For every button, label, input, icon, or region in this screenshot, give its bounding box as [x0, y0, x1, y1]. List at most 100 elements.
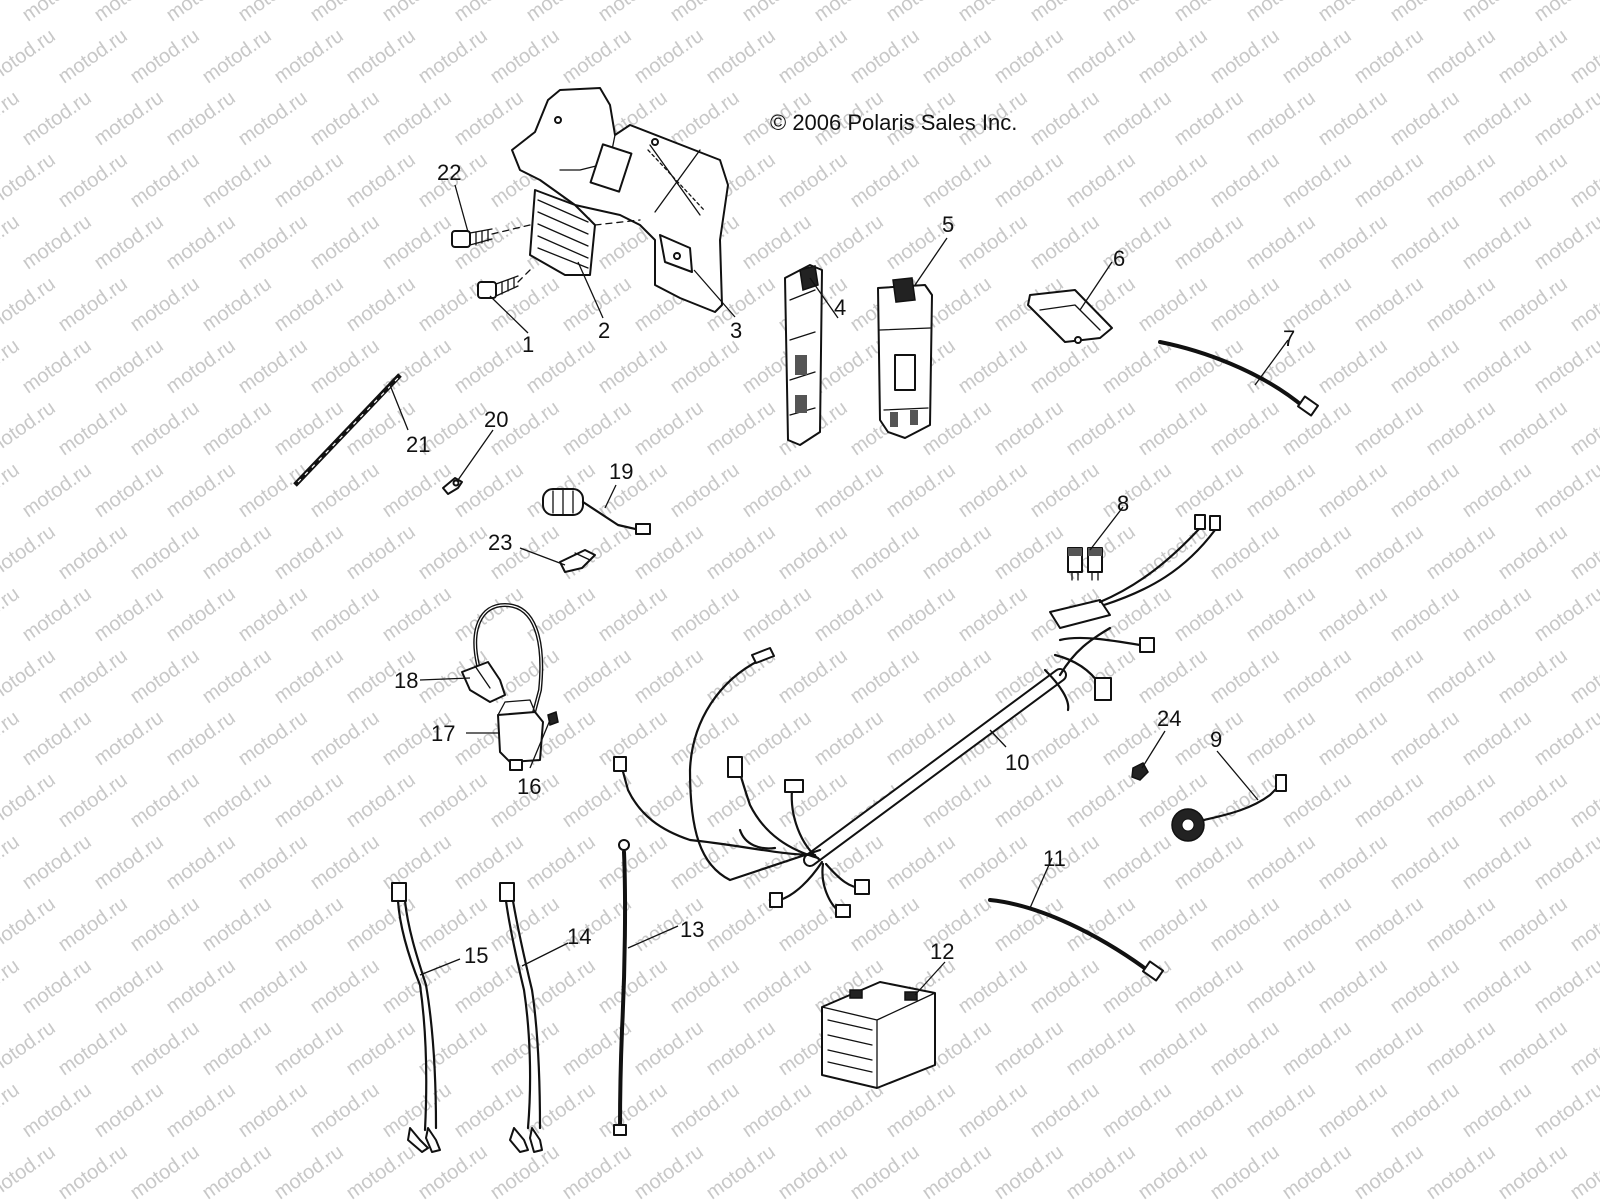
watermark-text: motod.ru [1242, 831, 1319, 894]
watermark-text: motod.ru [630, 397, 707, 460]
watermark-text: motod.ru [162, 955, 239, 1018]
watermark-text: motod.ru [666, 955, 743, 1018]
watermark-text: motod.ru [1134, 397, 1211, 460]
watermark-text: motod.ru [0, 831, 24, 894]
watermark-text: motod.ru [162, 335, 239, 398]
watermark-text: motod.ru [1134, 273, 1211, 336]
watermark-text: motod.ru [1386, 955, 1463, 1018]
watermark-text: motod.ru [1530, 459, 1600, 522]
watermark-text: motod.ru [1350, 769, 1427, 832]
watermark-text: motod.ru [630, 645, 707, 708]
watermark-text: motod.ru [846, 1141, 923, 1200]
watermark-text: motod.ru [306, 459, 383, 522]
watermark-text: motod.ru [486, 893, 563, 956]
watermark-text: motod.ru [954, 831, 1031, 894]
watermark-text: motod.ru [54, 1141, 131, 1200]
watermark-text: motod.ru [1026, 0, 1103, 26]
watermark-text: motod.ru [342, 149, 419, 212]
watermark-text: motod.ru [1314, 1079, 1391, 1142]
watermark-text: motod.ru [1458, 459, 1535, 522]
watermark-text: motod.ru [270, 645, 347, 708]
watermark-text: motod.ru [18, 831, 95, 894]
watermark-text: motod.ru [234, 335, 311, 398]
watermark-text: motod.ru [162, 583, 239, 646]
watermark-text: motod.ru [666, 1079, 743, 1142]
watermark-text: motod.ru [0, 149, 60, 212]
watermark-text: motod.ru [1494, 397, 1571, 460]
watermark-text: motod.ru [1170, 0, 1247, 26]
watermark-text: motod.ru [342, 25, 419, 88]
watermark-text: motod.ru [1566, 769, 1600, 832]
watermark-text: motod.ru [1566, 1141, 1600, 1200]
watermark-text: motod.ru [414, 521, 491, 584]
watermark-text: motod.ru [1242, 87, 1319, 150]
watermark-text: motod.ru [846, 521, 923, 584]
watermark-text: motod.ru [198, 1141, 275, 1200]
watermark-text: motod.ru [738, 955, 815, 1018]
watermark-text: motod.ru [774, 645, 851, 708]
watermark-text: motod.ru [162, 87, 239, 150]
watermark-text: motod.ru [126, 893, 203, 956]
watermark-text: motod.ru [306, 955, 383, 1018]
watermark-text: motod.ru [0, 211, 24, 274]
watermark-text: motod.ru [1026, 707, 1103, 770]
watermark-text: motod.ru [1386, 0, 1463, 26]
watermark-text: motod.ru [18, 87, 95, 150]
watermark-text: motod.ru [1386, 459, 1463, 522]
watermark-text: motod.ru [1206, 645, 1283, 708]
watermark-text: motod.ru [1206, 893, 1283, 956]
watermark-text: motod.ru [0, 397, 60, 460]
callout-18: 18 [394, 668, 418, 693]
watermark-text: motod.ru [198, 149, 275, 212]
part-18-spark-plug-cap-and-lead [461, 602, 544, 722]
watermark-text: motod.ru [1314, 211, 1391, 274]
watermark-text: motod.ru [1458, 707, 1535, 770]
watermark-text: motod.ru [1350, 397, 1427, 460]
watermark-text: motod.ru [0, 583, 24, 646]
watermark-text: motod.ru [1242, 1079, 1319, 1142]
watermark-text: motod.ru [702, 397, 779, 460]
watermark-text: motod.ru [1134, 893, 1211, 956]
watermark-text: motod.ru [1062, 149, 1139, 212]
watermark-text: motod.ru [486, 1017, 563, 1080]
watermark-text: motod.ru [1098, 459, 1175, 522]
watermark-text: motod.ru [666, 459, 743, 522]
watermark-text: motod.ru [198, 645, 275, 708]
watermark-text: motod.ru [1386, 831, 1463, 894]
callout-15: 15 [464, 943, 488, 968]
callout-17: 17 [431, 721, 455, 746]
watermark-text: motod.ru [342, 1017, 419, 1080]
watermark-text: motod.ru [234, 955, 311, 1018]
watermark-text: motod.ru [0, 1017, 60, 1080]
watermark-text: motod.ru [1134, 1017, 1211, 1080]
watermark-text: motod.ru [126, 645, 203, 708]
watermark-text: motod.ru [1530, 707, 1600, 770]
watermark-text: motod.ru [918, 1141, 995, 1200]
watermark-text: motod.ru [18, 583, 95, 646]
watermark-text: motod.ru [1170, 707, 1247, 770]
watermark-text: motod.ru [450, 583, 527, 646]
watermark-text: motod.ru [1062, 769, 1139, 832]
watermark-text: motod.ru [918, 645, 995, 708]
watermark-text: motod.ru [270, 149, 347, 212]
watermark-text: motod.ru [1566, 149, 1600, 212]
callout-24: 24 [1157, 706, 1181, 731]
callout-5: 5 [942, 212, 954, 237]
watermark-text: motod.ru [990, 1141, 1067, 1200]
watermark-text: motod.ru [954, 955, 1031, 1018]
watermark-text: motod.ru [378, 211, 455, 274]
watermark-text: motod.ru [126, 25, 203, 88]
watermark-text: motod.ru [558, 645, 635, 708]
watermark-text: motod.ru [954, 1079, 1031, 1142]
watermark-text: motod.ru [1494, 1141, 1571, 1200]
watermark-text: motod.ru [0, 707, 24, 770]
watermark-text: motod.ru [954, 335, 1031, 398]
watermark-text: motod.ru [0, 25, 60, 88]
watermark-text: motod.ru [450, 459, 527, 522]
watermark-text: motod.ru [378, 955, 455, 1018]
watermark-text: motod.ru [126, 397, 203, 460]
watermark-text: motod.ru [1026, 1079, 1103, 1142]
watermark-text: motod.ru [90, 831, 167, 894]
watermark-text: motod.ru [594, 583, 671, 646]
watermark-text: motod.ru [198, 769, 275, 832]
